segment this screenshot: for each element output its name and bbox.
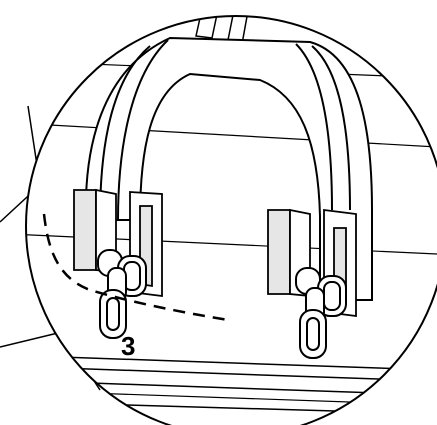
detail-circle bbox=[25, 15, 437, 425]
left-chain bbox=[97, 249, 147, 339]
callout-3: 3 bbox=[121, 331, 135, 361]
right-chain bbox=[295, 267, 347, 359]
